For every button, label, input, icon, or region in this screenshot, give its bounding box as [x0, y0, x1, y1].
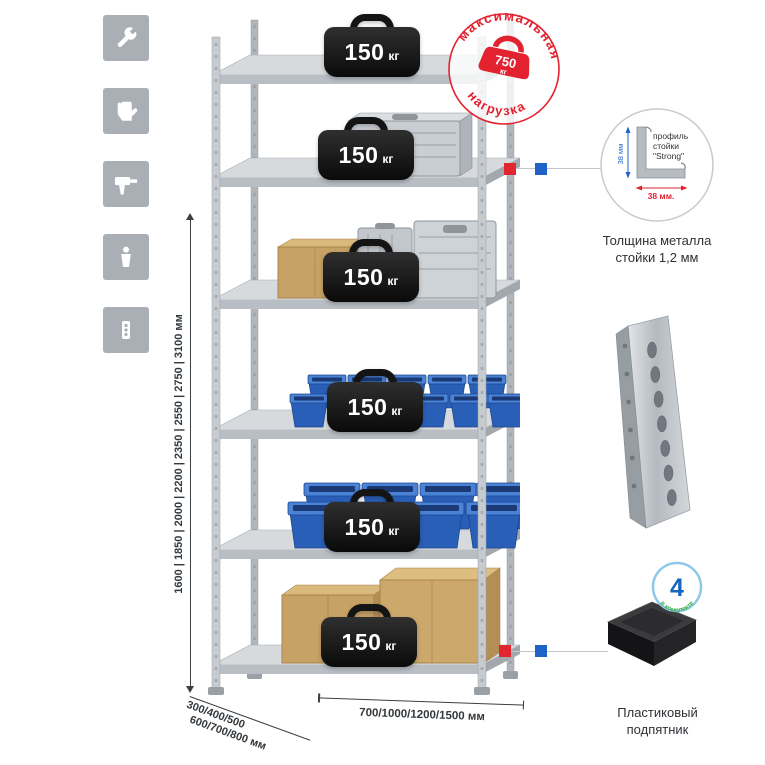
- load-unit: кг: [388, 48, 400, 63]
- profile-label-2: стойки: [653, 141, 679, 151]
- stamp-weight-handle: [492, 35, 524, 53]
- profile-caption-line1: Толщина металла: [602, 233, 712, 248]
- stamp-weight-body: [478, 46, 530, 80]
- load-value: 150: [347, 393, 388, 420]
- gloves-icon: [117, 101, 138, 121]
- profile-caption: Толщина металла стойки 1,2 мм: [577, 232, 737, 266]
- person-tile: [103, 234, 149, 280]
- load-value: 150: [344, 513, 385, 540]
- foot-caption: Пластиковый подпятник: [585, 704, 730, 738]
- callout-marker-red-bottom: [499, 645, 511, 657]
- badge-count-value: 4: [670, 574, 684, 602]
- perforated-corner-post: [615, 315, 691, 529]
- callout-marker-blue-top: [535, 163, 547, 175]
- profile-label-3: "Strong": [653, 151, 684, 161]
- load-unit: кг: [391, 403, 403, 418]
- profile-dim-vertical: 38 мм: [616, 144, 625, 165]
- max-load-stamp: максимальная нагрузка 750 кг: [448, 0, 571, 125]
- width-dimension-label: 700/1000/1200/1500 мм: [358, 706, 486, 724]
- callout-marker-blue-bottom: [535, 645, 547, 657]
- callout-line-top: [510, 168, 602, 169]
- profile-label-1: профиль: [653, 131, 689, 141]
- drill-tile: [103, 161, 149, 207]
- stamp-weight-unit: кг: [499, 66, 508, 76]
- gloves-tile: [103, 88, 149, 134]
- stamp-weight-value: 750: [493, 52, 517, 71]
- level-tool-icon: [122, 321, 130, 339]
- load-unit: кг: [385, 638, 397, 653]
- profile-dim-horizontal: 38 мм.: [648, 191, 675, 201]
- person-icon: [121, 246, 131, 267]
- wrench-icon: [117, 27, 137, 48]
- foot-caption-line1: Пластиковый: [617, 705, 698, 720]
- height-dimension-label: 1600 | 1850 | 2000 | 2200 | 2350 | 2550 …: [173, 314, 185, 594]
- load-value: 150: [344, 38, 385, 65]
- height-dimension-line: [185, 213, 194, 693]
- load-unit: кг: [387, 273, 399, 288]
- included-count-badge: 4 в комплекте: [651, 561, 703, 614]
- load-unit: кг: [388, 523, 400, 538]
- level-tool-tile: [103, 307, 149, 353]
- depth-dimension-label: 300/400/500 600/700/800 мм: [180, 696, 311, 765]
- callout-line-bottom: [510, 651, 608, 652]
- callout-marker-red-top: [504, 163, 516, 175]
- wrench-tile: [103, 15, 149, 61]
- profile-caption-line2: стойки 1,2 мм: [615, 250, 699, 265]
- load-unit: кг: [382, 151, 394, 166]
- foot-caption-line2: подпятник: [626, 722, 689, 737]
- load-value: 150: [338, 141, 379, 168]
- post-profile-callout: 38 мм 38 мм. профиль стойки "Strong": [600, 108, 714, 222]
- drill-icon: [114, 177, 138, 195]
- load-value: 150: [343, 263, 384, 290]
- load-value: 150: [341, 628, 382, 655]
- plastic-foot: [607, 601, 697, 666]
